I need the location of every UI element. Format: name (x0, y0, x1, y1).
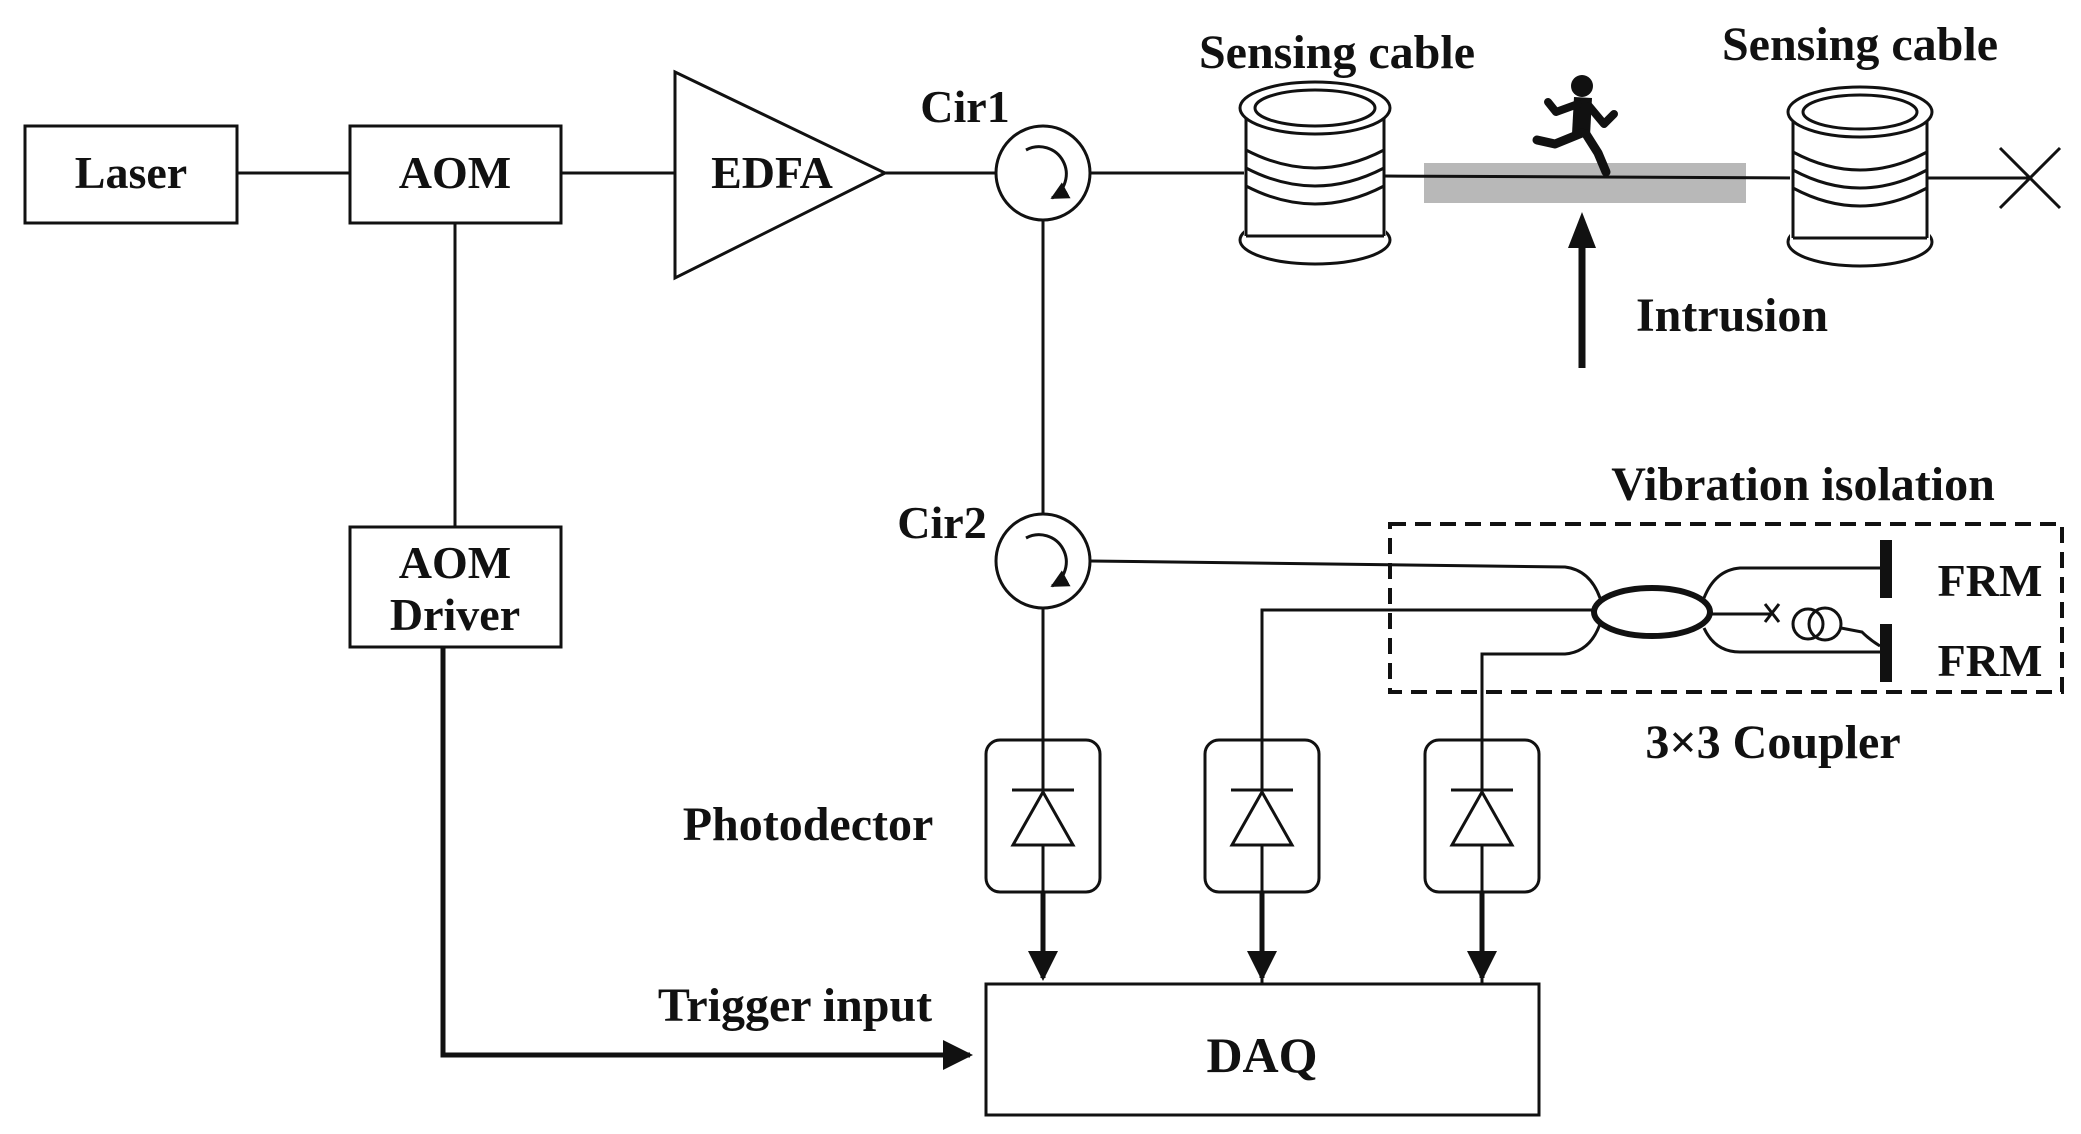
coupler-3x3 (1591, 585, 1713, 639)
aom-driver-label-line1: AOM (399, 537, 511, 588)
frm-label-1: FRM (1938, 555, 2043, 606)
sensing-cable-label-2: Sensing cable (1722, 18, 1998, 71)
circulator-2 (994, 512, 1092, 610)
aom-label: AOM (399, 147, 511, 198)
cir2-to-coupler-fiber (1089, 559, 1602, 599)
photodetector-2 (1203, 738, 1321, 894)
intrusion-arrow (1568, 212, 1596, 368)
edfa-label: EDFA (711, 147, 833, 198)
photodetector-1 (984, 738, 1102, 894)
fiber-end-termination (1998, 146, 2062, 210)
sensing-cable-spool-2 (1786, 85, 1934, 268)
laser-block: Laser (23, 124, 239, 225)
sensing-cable-label-1: Sensing cable (1199, 26, 1475, 79)
frm-label-2: FRM (1938, 635, 2043, 686)
delay-coil (1763, 603, 1881, 648)
cir2-label: Cir2 (897, 497, 986, 548)
circulator-1 (994, 124, 1092, 222)
intrusion-zone (1383, 163, 1796, 203)
aom-control-path: AOM Driver Trigger input (348, 223, 973, 1070)
laser-label: Laser (75, 147, 187, 198)
coupler-right-fiber-3 (1702, 627, 1880, 654)
aom-block: AOM (348, 124, 563, 225)
cir1-label: Cir1 (920, 81, 1009, 132)
coupler-label: 3×3 Coupler (1645, 716, 1900, 769)
vibration-isolation-box (1388, 522, 2064, 694)
edfa-amplifier: EDFA (673, 69, 889, 281)
aom-driver-block: AOM Driver (348, 525, 563, 649)
trigger-input-label: Trigger input (658, 979, 932, 1032)
photodetector-label: Photodector (683, 798, 934, 851)
photodetector-3 (1423, 738, 1541, 894)
interferometer-path: Cir2 Vibration isolation FRM FRM 3×3 Cou… (897, 220, 2064, 1000)
coupler-left-fiber-3 (1480, 623, 1602, 1000)
trigger-wire (440, 647, 973, 1070)
daq-block: DAQ (984, 982, 1541, 1117)
frm-mirror-2 (1880, 624, 1892, 682)
daq-label: DAQ (1206, 1027, 1317, 1083)
photodetectors: Photodector (683, 608, 1541, 981)
sensing-cable-spool-1 (1238, 80, 1392, 266)
frm-mirror-1 (1880, 540, 1892, 598)
aom-driver-label-line2: Driver (390, 589, 520, 640)
buried-cable-zone (1424, 163, 1746, 203)
vibration-isolation-label: Vibration isolation (1611, 458, 1995, 511)
coupler-right-fiber-1 (1702, 566, 1880, 599)
intrusion-label: Intrusion (1636, 289, 1828, 342)
runner-icon (1532, 75, 1618, 177)
